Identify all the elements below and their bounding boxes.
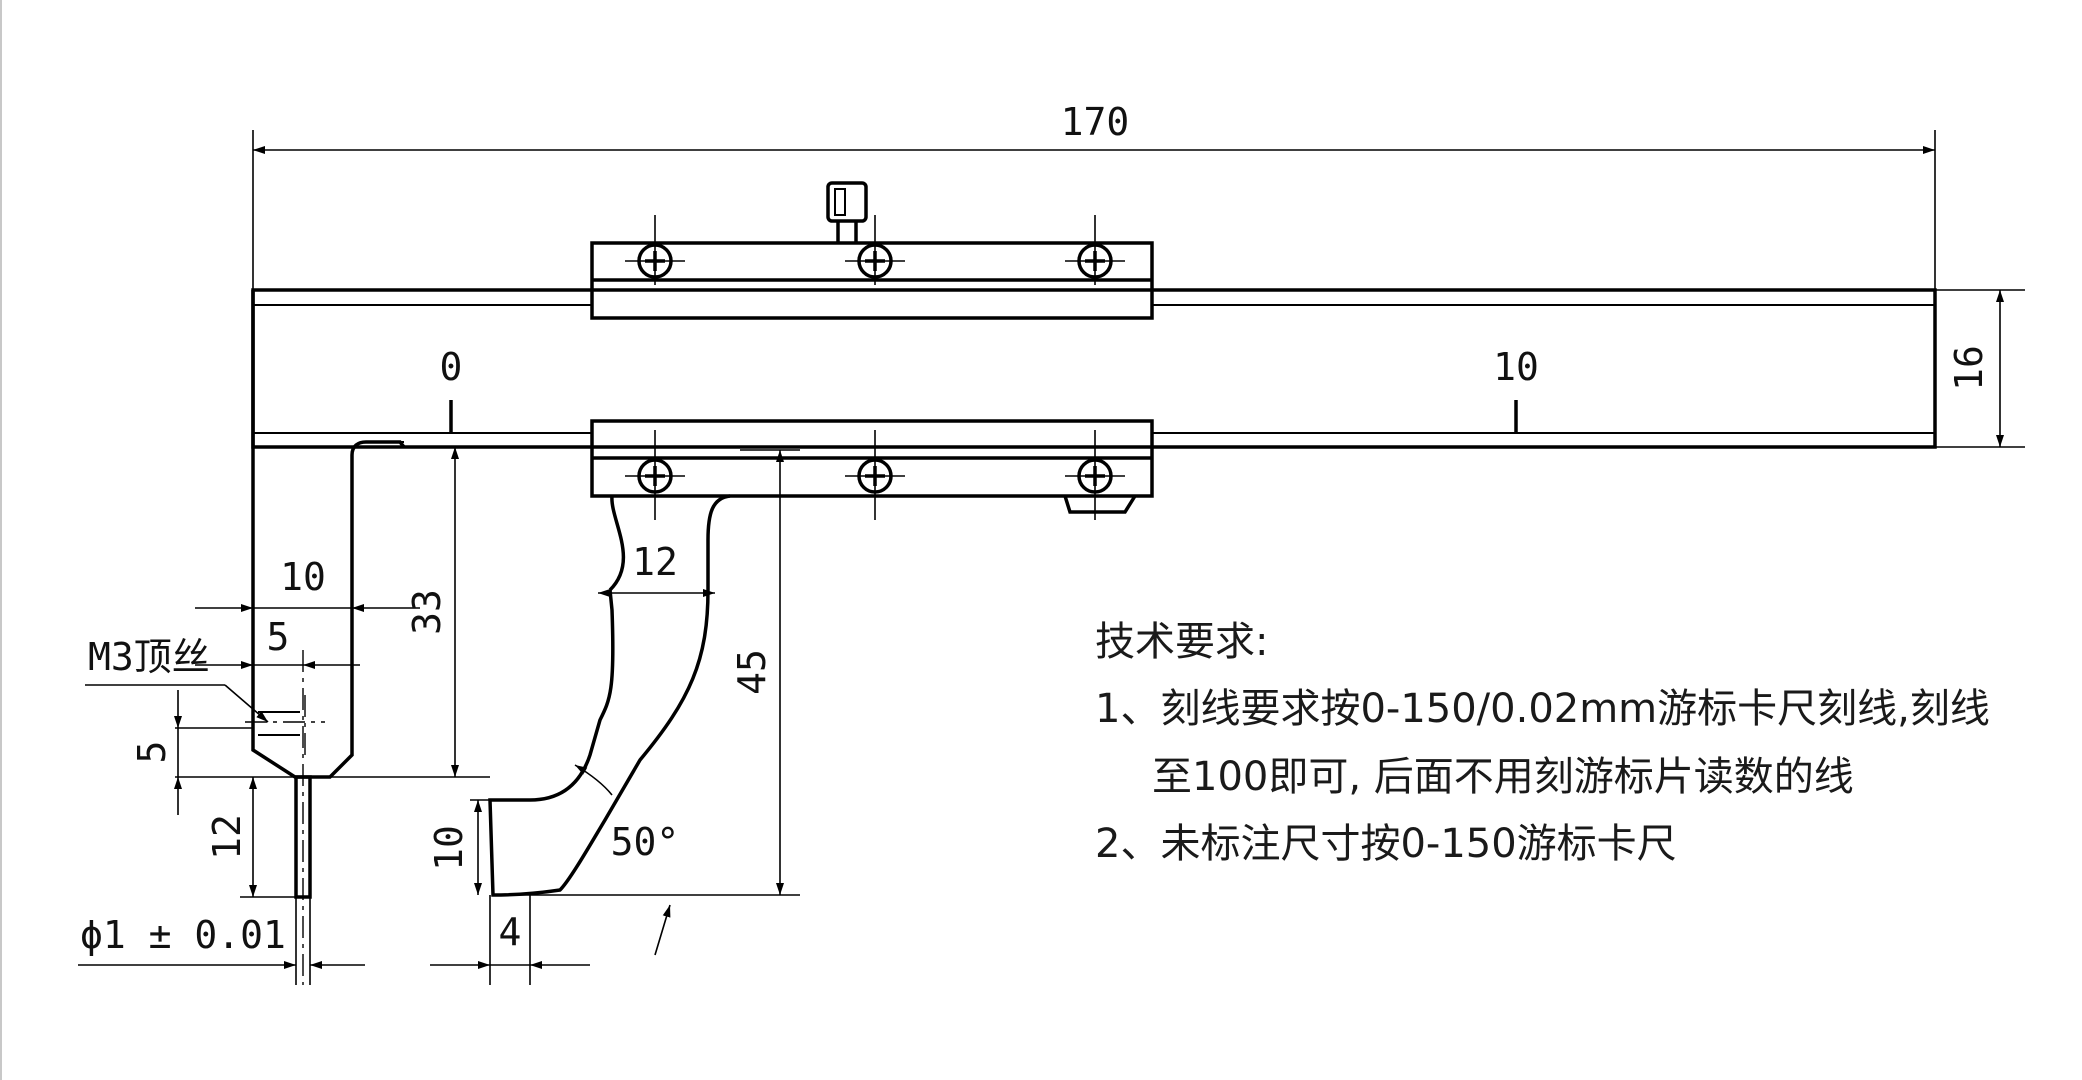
screw-top-1 [625,215,685,285]
fixed-jaw [245,290,406,985]
bottom-slider [488,419,1154,897]
label-pin-diameter: ϕ1 ± 0.01 [80,913,286,957]
dim-slider-jaw-depth: 45 [730,649,774,695]
screw-bottom-3 [1065,430,1125,520]
dim-jaw-width: 10 [280,555,326,599]
scale-marks: 0 10 [440,345,1539,433]
notes-title: 技术要求: [1095,619,1268,665]
technical-notes: 技术要求: 1、刻线要求按0-150/0.02mm游标卡尺刻线,刻线 至100即… [1095,619,1990,867]
label-set-screw: M3顶丝 [88,635,210,679]
dim-angle: 50° [611,820,680,864]
dim-fixed-jaw-depth: 33 [405,589,449,635]
dim-screw-spacing: 5 [130,741,174,764]
scale-zero-label: 0 [440,345,463,389]
screw-top-2 [845,215,905,285]
dim-overall-length: 170 [1061,100,1130,144]
scale-ten-label: 10 [1493,345,1539,389]
dim-tip-width: 4 [499,910,522,954]
notes-line-3: 2、未标注尺寸按0-150游标卡尺 [1095,821,1677,867]
dim-tip-height: 10 [427,825,471,871]
dim-slider-jaw-width: 12 [632,540,678,584]
screw-top-3 [1065,215,1125,285]
main-beam [251,288,1937,449]
notes-line-1: 1、刻线要求按0-150/0.02mm游标卡尺刻线,刻线 [1095,686,1990,732]
dim-pin-length: 12 [205,814,249,860]
notes-line-2: 至100即可, 后面不用刻游标片读数的线 [1152,754,1854,800]
top-slider [590,181,1154,320]
screw-bottom-2 [845,430,905,520]
screws [625,215,1125,520]
screw-bottom-1 [625,430,685,520]
dim-jaw-offset: 5 [267,615,290,659]
dim-beam-height: 16 [1947,345,1991,391]
dimensions: 170 16 10 5 M3顶丝 5 12 [78,100,2025,985]
